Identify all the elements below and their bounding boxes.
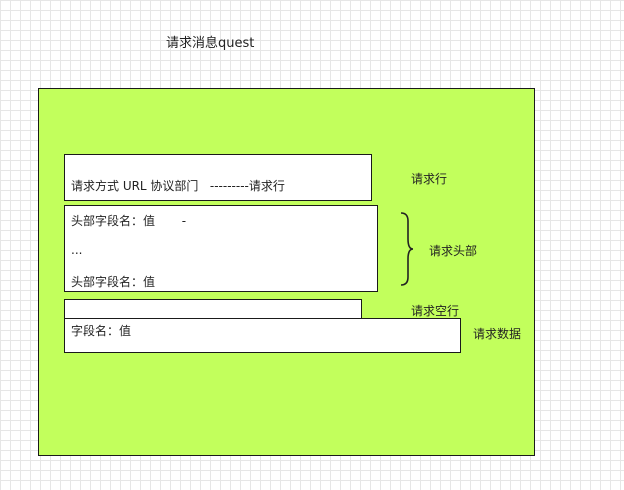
request-line-label: 请求行 — [411, 172, 448, 186]
request-line-text: 请求方式 URL 协议部门 ---------请求行 — [71, 179, 285, 193]
request-blank-line-label: 请求空行 — [411, 304, 460, 318]
header-field-line-2: 头部字段名：值 — [71, 275, 156, 289]
request-headers-label: 请求头部 — [429, 244, 478, 258]
request-line-box: 请求方式 URL 协议部门 ---------请求行 — [64, 154, 372, 201]
diagram-title: 请求消息quest — [166, 36, 255, 51]
header-field-line-1: 头部字段名：值 - — [71, 214, 187, 228]
request-headers-box: 头部字段名：值 - ... 头部字段名：值 — [64, 205, 378, 292]
header-ellipsis: ... — [71, 243, 83, 257]
body-field-text: 字段名：值 — [71, 324, 132, 338]
curly-brace-icon — [400, 212, 414, 286]
request-body-label: 请求数据 — [473, 327, 522, 341]
request-body-box: 字段名：值 — [64, 318, 461, 353]
